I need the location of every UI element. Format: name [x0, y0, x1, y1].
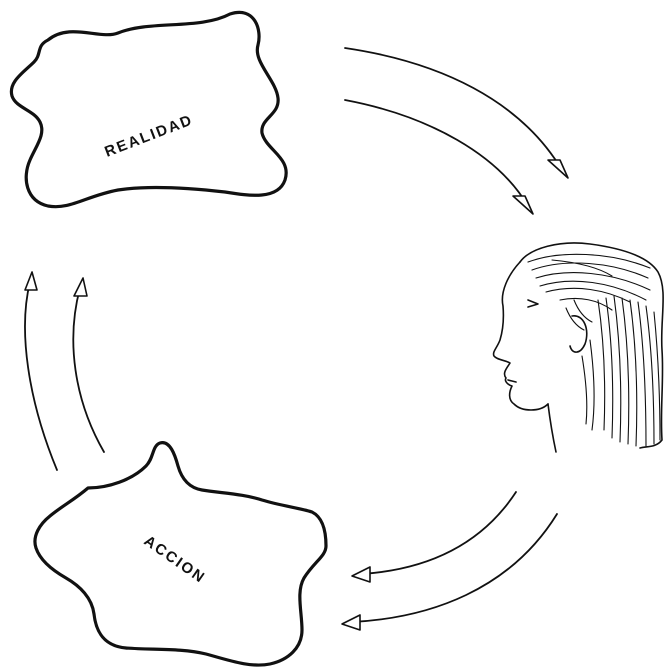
accion-node: ACCION: [35, 443, 326, 665]
realidad-node: REALIDAD: [11, 12, 286, 206]
realidad-shape: [11, 12, 286, 206]
arrow-realidad-to-person-inner: [345, 100, 533, 214]
person-head-icon: [494, 243, 664, 452]
arrow-accion-to-realidad-inner: [73, 278, 104, 452]
arrow-person-to-accion-inner: [352, 492, 516, 582]
arrow-realidad-to-person-outer: [345, 48, 568, 178]
arrow-accion-to-realidad-outer: [25, 272, 57, 470]
